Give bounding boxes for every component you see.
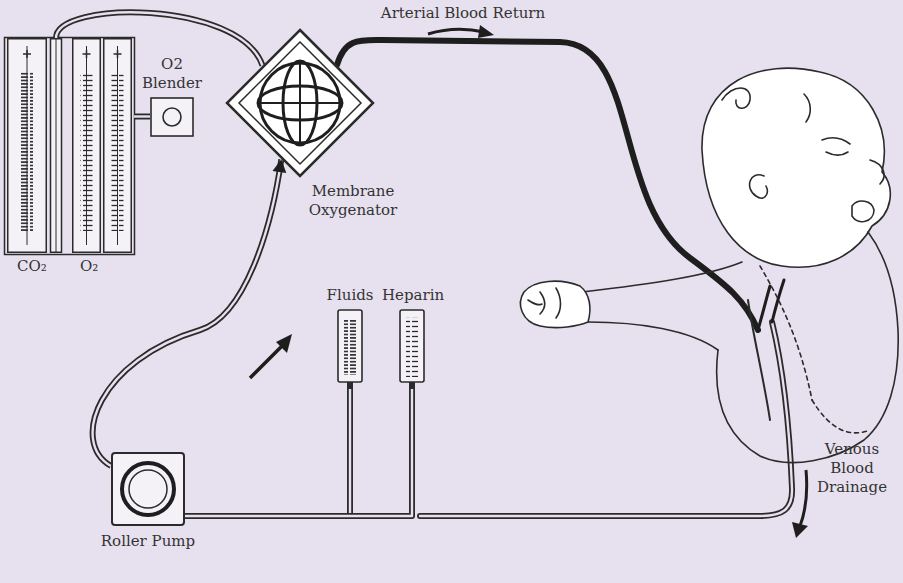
node-label: Membrane Oxygenator xyxy=(225,178,403,220)
node-label: CO₂ xyxy=(5,253,63,276)
flow-label: Venous Blood Drainage xyxy=(812,440,892,496)
tube-outline xyxy=(134,114,150,120)
oxygenator-diamond xyxy=(225,28,375,178)
cannula xyxy=(758,280,784,330)
flow-label: Arterial Blood Return xyxy=(368,4,558,23)
fluid-bag xyxy=(337,309,363,389)
tube-lumen xyxy=(185,389,350,516)
tubing-connector xyxy=(185,389,350,516)
flow-arrow xyxy=(428,25,494,38)
node-label: O2 Blender xyxy=(140,55,204,93)
tube-lumen xyxy=(185,389,412,516)
diagram-node: Roller Pump xyxy=(93,452,203,551)
diagram-node: CO₂ xyxy=(5,38,63,276)
blender-box xyxy=(150,97,194,137)
flowmeter-frame xyxy=(5,38,135,255)
node-label: O₂ xyxy=(70,253,134,276)
arterial-tubing xyxy=(337,40,758,330)
tube-outline xyxy=(185,389,350,516)
o2-flowmeter xyxy=(70,38,134,253)
diagram-node: Fluids xyxy=(322,286,378,389)
co2-flowmeter xyxy=(5,38,63,253)
tube-lumen xyxy=(134,115,150,117)
tube-outline xyxy=(185,389,412,516)
venous-tubing xyxy=(420,322,792,516)
flow-arrow xyxy=(250,334,292,378)
node-label: Fluids xyxy=(322,286,378,305)
node-label: Roller Pump xyxy=(93,526,203,551)
heparin-bag xyxy=(399,309,425,389)
diagram-node: O2 Blender xyxy=(140,55,204,137)
diagram-node: O₂ xyxy=(70,38,134,276)
node-label: Heparin xyxy=(382,286,442,305)
tubing-connector xyxy=(185,389,412,516)
flow-arrow xyxy=(792,470,808,538)
infant-figure xyxy=(521,68,899,462)
diagram-node: Membrane Oxygenator xyxy=(225,28,410,220)
pump-box xyxy=(111,452,185,526)
tubing-connector xyxy=(134,116,150,117)
diagram-node: Heparin xyxy=(382,286,442,389)
